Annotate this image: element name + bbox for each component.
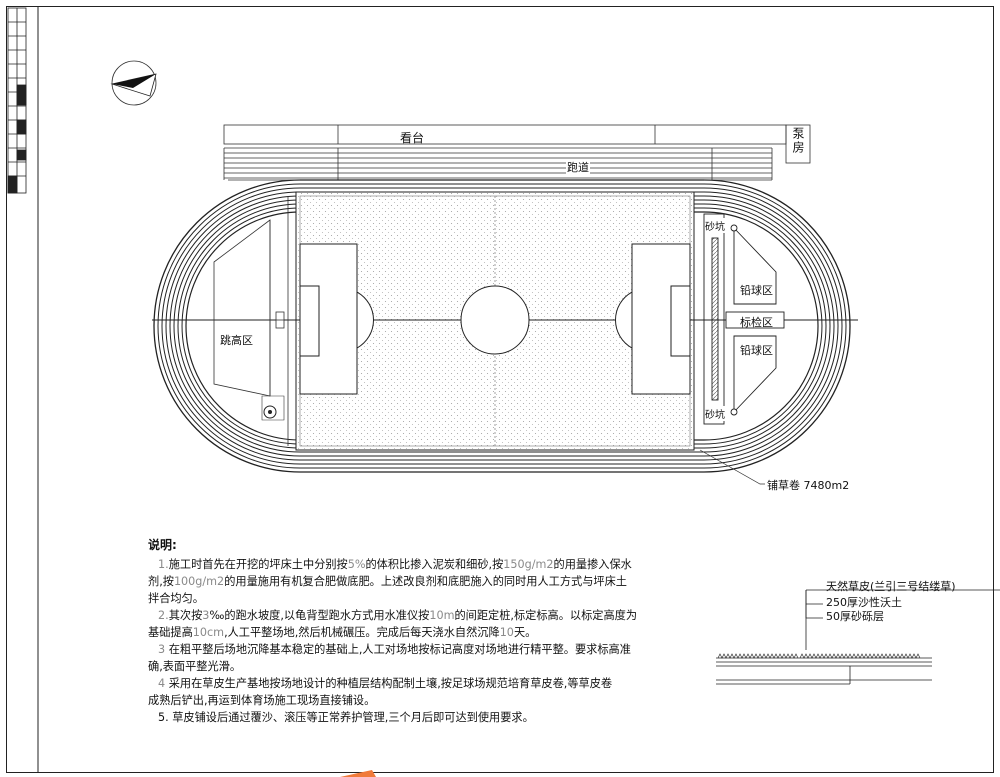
note-2-cont: 基础提高10cm,人工平整场地,然后机械碾压。完成后每天浇水自然沉降10天。 — [148, 624, 688, 641]
note-3-number: 3 — [158, 643, 166, 656]
right-events-zone — [703, 213, 810, 425]
note-2-text-j: 天。 — [513, 626, 537, 639]
note-4-text-a: 采用在草皮生产基地按场地设计的种植层结构配制土壤,按足球场规范培育草皮卷,等草皮… — [168, 677, 613, 690]
note-1-text-h: 的用量施用有机复合肥做底肥。上述改良剂和底肥施入的同时用人工方式与坪床土 — [224, 575, 627, 588]
note-3: 3 在粗平整后场地沉降基本稳定的基础上,人工对场地按标记高度对场地进行精平整。要… — [148, 641, 688, 658]
note-1: 1.施工时首先在开挖的坪床土中分别按5%的体积比掺入泥炭和细砂,按150g/m2… — [148, 556, 688, 573]
checkin-label: 标检区 — [740, 316, 773, 329]
note-1-text-e: 的用量掺入保水 — [553, 558, 632, 571]
layer-section — [716, 589, 1000, 685]
construction-notes: 说明: 1.施工时首先在开挖的坪床土中分别按5%的体积比掺入泥炭和细砂,按150… — [148, 537, 688, 726]
note-2-text-i: 10 — [499, 626, 514, 639]
note-5: 5. 草皮铺设后通过覆沙、滚压等正常养护管理,三个月后即可达到使用要求。 — [148, 709, 688, 726]
shot-put-top-label: 铅球区 — [740, 284, 773, 297]
north-arrow-icon — [110, 60, 157, 106]
note-2-text-g: 10cm — [192, 626, 225, 639]
note-4-text-b: 成熟后铲出,再运到体育场施工现场直接铺设。 — [148, 694, 376, 707]
turf-area-label: 铺草卷 7480m2 — [767, 479, 850, 492]
note-3-cont: 确,表面平整光滑。 — [148, 658, 688, 675]
note-2-text-f: 基础提高 — [148, 626, 193, 639]
note-2-text-c: ‰的跑水坡度,以龟背型跑水方式用水准仪按 — [209, 609, 430, 622]
discus-circle-icon — [261, 395, 285, 421]
track-label: 跑道 — [566, 159, 590, 175]
note-4: 4 采用在草皮生产基地按场地设计的种植层结构配制土壤,按足球场规范培育草皮卷,等… — [148, 675, 688, 692]
note-1-text-c: 的体积比掺入泥炭和细砂,按 — [365, 558, 504, 571]
note-1-text-g: 100g/m2 — [173, 575, 225, 588]
note-2: 2.其次按3‰的跑水坡度,以龟背型跑水方式用水准仪按10m的间距定桩,标定标高。… — [148, 607, 688, 624]
note-1-number: 1. — [158, 558, 169, 571]
left-penalty-area — [299, 243, 374, 395]
layer-2-label: 250厚沙性沃土 — [826, 596, 902, 609]
note-1-text-b: 5% — [347, 558, 366, 571]
running-track — [153, 179, 851, 473]
note-5-text: 5. 草皮铺设后通过覆沙、滚压等正常养护管理,三个月后即可达到使用要求。 — [158, 711, 534, 724]
note-4-number: 4 — [158, 677, 166, 690]
high-jump-zone — [213, 196, 289, 446]
pump-house — [785, 124, 811, 164]
sand-pit-top-label: 砂坑 — [705, 218, 725, 233]
note-1-cont: 剂,按100g/m2的用量施用有机复合肥做底肥。上述改良剂和底肥施入的同时用人工… — [148, 573, 688, 590]
center-circle — [460, 285, 530, 355]
note-2-text-d: 10m — [429, 609, 455, 622]
note-1-end: 拌合均匀。 — [148, 590, 688, 607]
layer-1-label: 天然草皮(兰引三号结缕草) — [826, 580, 956, 593]
note-1-text-a: 施工时首先在开挖的坪床土中分别按 — [168, 558, 348, 571]
notes-title: 说明: — [148, 538, 177, 552]
note-3-text-b: 确,表面平整光滑。 — [148, 660, 242, 673]
note-3-text-a: 在粗平整后场地沉降基本稳定的基础上,人工对场地按标记高度对场地进行精平整。要求标… — [168, 643, 631, 656]
pump-house-label: 泵房 — [791, 127, 805, 155]
note-1-text-d: 150g/m2 — [503, 558, 554, 571]
note-2-number: 2. — [158, 609, 169, 622]
grandstand — [223, 124, 787, 180]
note-2-text-b: 3 — [202, 609, 210, 622]
note-2-text-e: 的间距定桩,标定标高。以标定高度为 — [454, 609, 638, 622]
drawing-border — [6, 6, 994, 773]
note-2-text-h: ,人工平整场地,然后机械碾压。完成后每天浇水自然沉降 — [224, 626, 500, 639]
right-penalty-area — [615, 243, 691, 395]
note-4-cont: 成熟后铲出,再运到体育场施工现场直接铺设。 — [148, 692, 688, 709]
note-1-text-f: 剂,按 — [148, 575, 174, 588]
layer-3-label: 50厚砂砾层 — [826, 610, 884, 623]
shot-put-bottom-label: 铅球区 — [740, 344, 773, 357]
note-1-text-i: 拌合均匀。 — [148, 592, 204, 605]
title-block-strip — [7, 7, 27, 194]
sand-pit-bottom-label: 砂坑 — [705, 406, 725, 421]
high-jump-label: 跳高区 — [220, 334, 253, 347]
note-2-text-a: 其次按 — [168, 609, 203, 622]
turf-area-leader — [699, 449, 765, 485]
stand-label: 看台 — [400, 131, 425, 145]
cropped-marker — [340, 770, 376, 777]
